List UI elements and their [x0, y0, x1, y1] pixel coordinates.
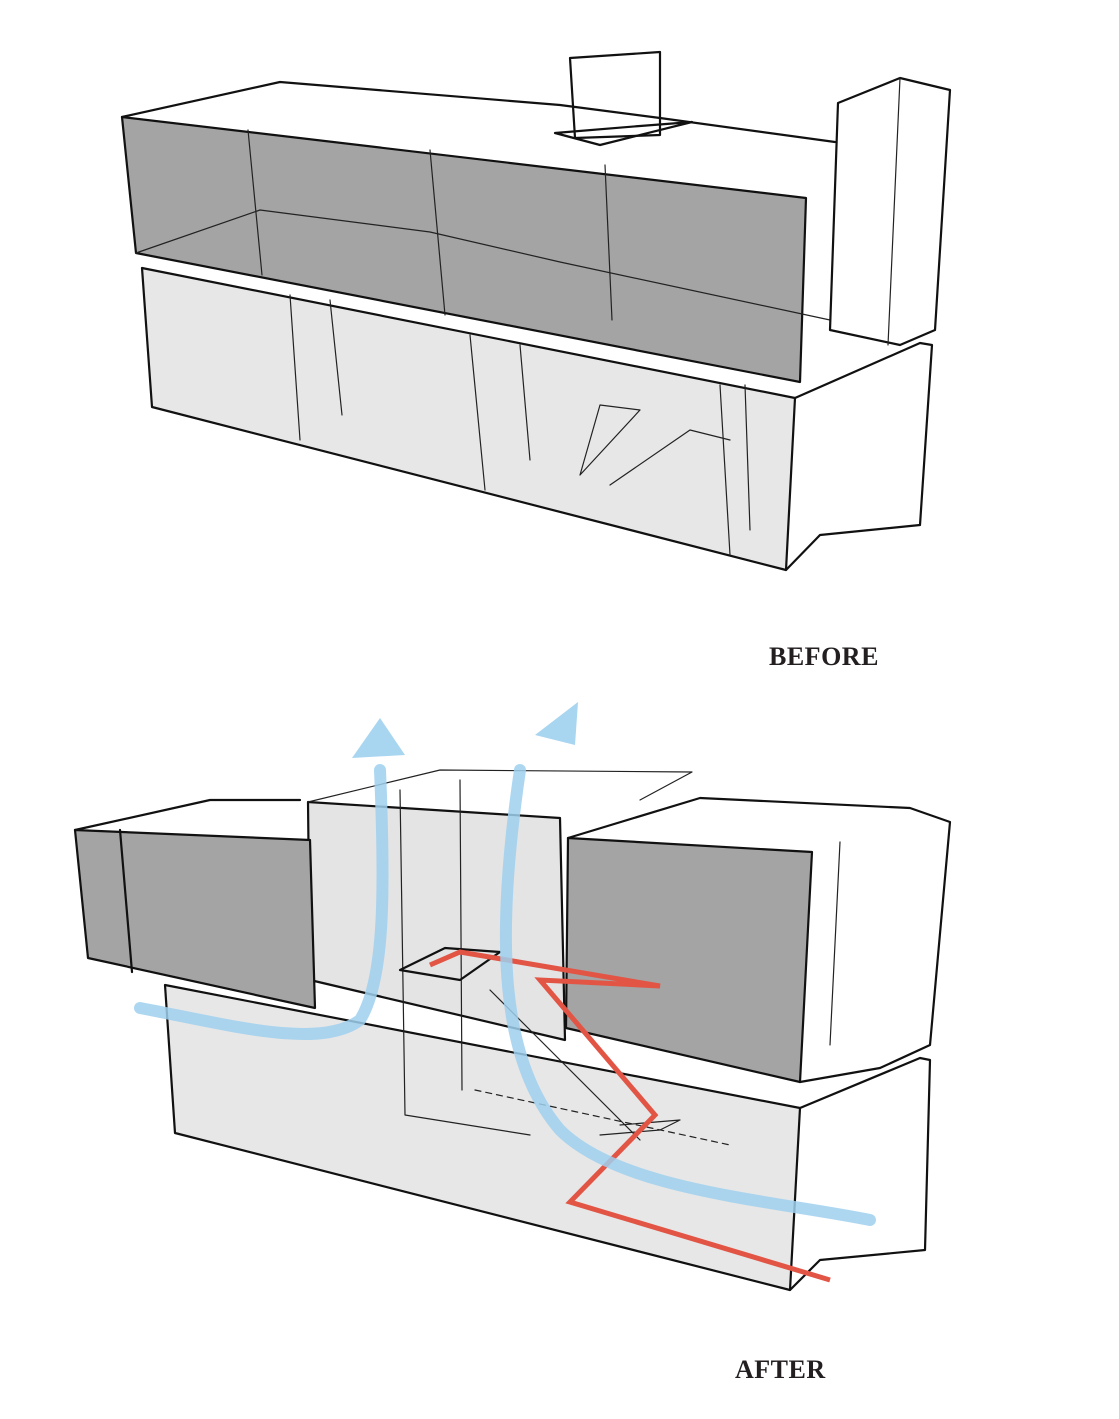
- after-right-edge: [829, 841, 841, 1046]
- after-right-box: [564, 796, 952, 1084]
- before-lower-wall-6: [744, 384, 751, 531]
- before-upper-floor-plan: [135, 209, 831, 321]
- airflow-stream-left: [134, 764, 389, 1040]
- after-void-inner-wall-2: [459, 779, 463, 1091]
- after-right-fill: [566, 838, 812, 1082]
- before-lower-wall-1: [289, 294, 301, 441]
- after-left-divider: [118, 828, 134, 974]
- after-diagram: [73, 702, 952, 1292]
- before-tower-edge: [887, 77, 901, 346]
- after-stair-dashed-line: [474, 1089, 731, 1146]
- circulation-path-icon: [429, 949, 831, 1283]
- before-lower-wall-5: [719, 384, 731, 556]
- after-void-inner-wall: [399, 789, 531, 1136]
- before-wall-2: [429, 149, 446, 316]
- before-upper-floor-fill: [122, 117, 806, 382]
- after-lower-fill: [165, 985, 800, 1290]
- after-left-box: [73, 798, 317, 1010]
- before-upper-floor: [120, 80, 837, 384]
- before-wall-1: [247, 129, 263, 276]
- before-lower-tower: [784, 341, 934, 572]
- after-left-fill: [75, 830, 315, 1008]
- after-label: AFTER: [735, 1355, 826, 1384]
- before-label: BEFORE: [769, 642, 879, 671]
- after-lower-volume: [163, 983, 932, 1292]
- before-wall-3: [604, 164, 613, 321]
- before-roof-box-base: [553, 120, 694, 147]
- airflow-arrowhead-left: [352, 718, 405, 758]
- after-left-outline: [73, 828, 317, 1010]
- before-lower-floor: [140, 266, 934, 572]
- after-right-roof: [566, 796, 952, 1084]
- airflow-arrow-icon: [134, 702, 876, 1226]
- after-stair-landing: [398, 946, 502, 982]
- after-left-roof: [73, 798, 302, 832]
- before-lower-wall-2: [329, 299, 343, 416]
- before-lower-wall-4: [519, 344, 531, 461]
- before-lower-floor-fill: [142, 268, 795, 570]
- before-lower-plan-b: [609, 429, 731, 486]
- after-stair: [398, 946, 731, 1146]
- before-diagram: [120, 50, 952, 572]
- before-rooftop-box: [553, 50, 694, 147]
- airflow-arrowhead-right: [535, 702, 578, 745]
- airflow-stream-right: [499, 764, 876, 1226]
- before-right-tower: [828, 76, 952, 347]
- before-lower-plan-a: [579, 404, 641, 476]
- before-upper-roof-edge: [120, 80, 837, 144]
- before-upper-floor-outline: [120, 115, 808, 384]
- before-lower-wall-3: [469, 334, 486, 491]
- after-stair-treads: [489, 989, 641, 1141]
- before-roof-box-front: [568, 50, 662, 140]
- after-lower-tower: [788, 1056, 932, 1292]
- after-void-roof: [307, 769, 693, 803]
- after-void-fill: [308, 802, 565, 1040]
